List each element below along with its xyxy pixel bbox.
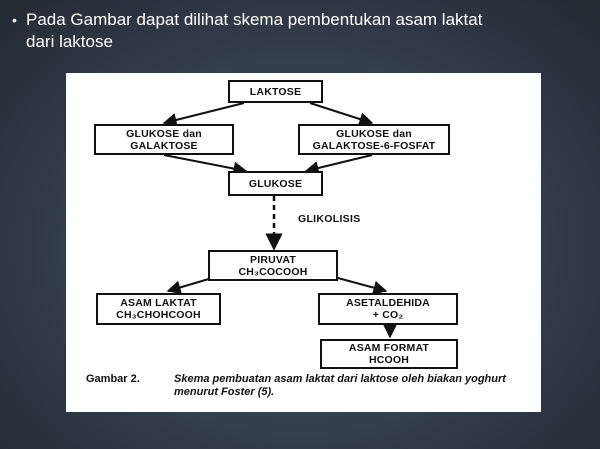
- arrow-glukose-galaktose-to-glukose: [163, 154, 248, 176]
- node-asam-format: ASAM FORMAT HCOOH: [320, 339, 458, 369]
- node-piruvat: PIRUVAT CH₃COCOOH: [208, 250, 338, 281]
- arrow-laktose-to-glukose-galaktose: [162, 102, 245, 127]
- slide-text-line-2: dari laktose: [26, 32, 113, 51]
- node-glukose: GLUKOSE: [228, 171, 323, 196]
- node-asam-laktat: ASAM LAKTAT CH₃CHOHCOOH: [96, 293, 221, 325]
- bullet-point: •: [12, 12, 17, 28]
- caption-label: Gambar 2.: [86, 373, 140, 385]
- label-glikolisis: GLIKOLISIS: [298, 213, 361, 225]
- arrow-laktose-to-glukose-galaktose-fosfat: [309, 102, 374, 126]
- slide-text-line-1: Pada Gambar dapat dilihat skema pembentu…: [26, 10, 483, 29]
- arrow-glukose-galaktose-fosfat-to-glukose: [304, 154, 373, 175]
- caption-text: Skema pembuatan asam laktat dari laktose…: [174, 373, 506, 398]
- diagram-figure: LAKTOSE GLUKOSE dan GALAKTOSE GLUKOSE da…: [66, 73, 541, 412]
- node-glukose-galaktose-fosfat: GLUKOSE dan GALAKTOSE-6-FOSFAT: [298, 124, 450, 155]
- node-laktose: LAKTOSE: [228, 80, 323, 103]
- slide-text: • Pada Gambar dapat dilihat skema pemben…: [12, 9, 584, 53]
- node-asetaldehida: ASETALDEHIDA + CO₂: [318, 293, 458, 325]
- node-glukose-galaktose: GLUKOSE dan GALAKTOSE: [94, 124, 234, 155]
